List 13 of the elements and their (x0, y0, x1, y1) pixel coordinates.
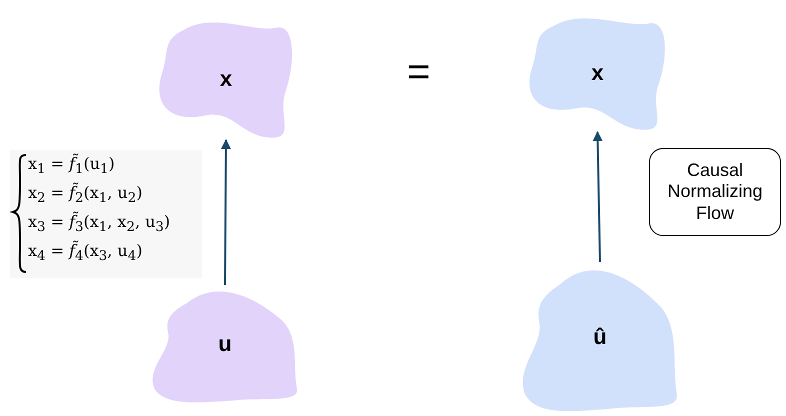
arrow (220, 139, 231, 285)
equation: x$_{1}$ = f̃$_{1}$(u$_{1}$) (28, 156, 115, 177)
variable-label: u (218, 331, 232, 357)
variable-label: x (591, 60, 604, 86)
equation: x$_{4}$ = f̃$_{4}$(x$_{3}$, u$_{4}$) (28, 243, 142, 264)
variable-label: û (593, 324, 607, 350)
arrow (592, 131, 603, 262)
label-box (649, 148, 781, 236)
variable-label: x (220, 66, 232, 92)
equation: x$_{2}$ = f̃$_{2}$(x$_{1}$, u$_{2}$) (28, 185, 142, 206)
box-label: Causal Normalizing Flow (666, 160, 764, 224)
equation: x$_{3}$ = f̃$_{3}$(x$_{1}$, x$_{2}$, u$_{3}$) (28, 214, 170, 235)
equals-sign: = (407, 50, 430, 95)
